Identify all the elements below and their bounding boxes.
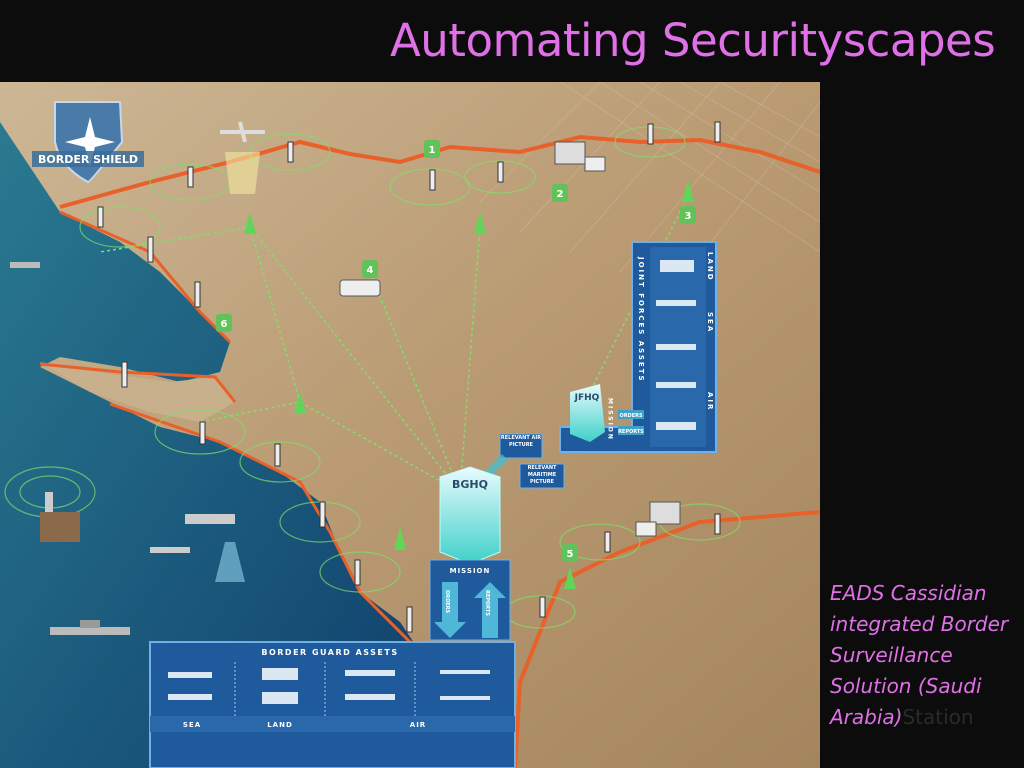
svg-text:LAND: LAND: [706, 252, 714, 282]
border-guard-assets-panel: BORDER GUARD ASSETS SEA LAND AIR: [149, 641, 516, 768]
vehicles: [10, 121, 681, 635]
svg-text:BGHQ: BGHQ: [452, 478, 488, 491]
sensor-coverage-rings: [4, 126, 741, 629]
marker-3: 3: [680, 206, 696, 224]
caption-text: EADS Cassidian integrated Border Surveil…: [830, 581, 1009, 729]
svg-text:MISSION: MISSION: [450, 567, 491, 575]
svg-text:REPORTS: REPORTS: [618, 429, 644, 435]
slide-title: Automating Securityscapes: [390, 14, 996, 67]
marker-5: 5: [562, 544, 578, 562]
sea-area: [0, 122, 430, 768]
relevant-maritime-picture-label: RELEVANT MARITIME PICTURE: [519, 463, 565, 489]
svg-text:REPORTS: REPORTS: [484, 590, 490, 616]
svg-text:2: 2: [557, 189, 564, 200]
svg-text:AIR: AIR: [706, 392, 714, 411]
bghq-tower: BGHQ MISSION ORDERS REPORTS: [429, 466, 511, 641]
caption-overlap-text: Station: [902, 705, 974, 729]
slide-caption: EADS Cassidian integrated Border Surveil…: [830, 578, 1024, 733]
svg-text:LAND: LAND: [267, 721, 293, 729]
svg-text:JFHQ: JFHQ: [574, 393, 600, 403]
svg-text:SEA: SEA: [183, 721, 201, 729]
svg-text:ORDERS: ORDERS: [619, 413, 643, 419]
svg-text:BORDER GUARD ASSETS: BORDER GUARD ASSETS: [261, 648, 398, 657]
relevant-air-picture-label: RELEVANT AIR PICTURE: [499, 433, 543, 459]
border-surveillance-map: 1 2 3 4 5 6 BORDER SHIELD JOINT FORCES A…: [0, 82, 820, 768]
marker-2: 2: [552, 184, 568, 202]
border-shield-logo: BORDER SHIELD: [32, 101, 144, 184]
svg-text:AIR: AIR: [410, 721, 426, 729]
sensor-towers: [97, 121, 721, 633]
marker-1: 1: [424, 140, 440, 158]
svg-text:1: 1: [429, 145, 436, 156]
svg-text:ORDERS: ORDERS: [444, 590, 450, 614]
jfhq-tower: JFHQ MISSION ORDERS REPORTS: [570, 384, 644, 442]
svg-text:4: 4: [367, 265, 374, 276]
svg-text:5: 5: [567, 549, 574, 560]
marker-4: 4: [362, 260, 378, 278]
joint-forces-assets-panel: JOINT FORCES ASSETS LAND SEA AIR: [559, 241, 717, 453]
svg-text:3: 3: [685, 211, 692, 222]
marker-6: 6: [216, 314, 232, 332]
joint-forces-heading: JOINT FORCES ASSETS: [637, 256, 645, 383]
svg-text:BORDER SHIELD: BORDER SHIELD: [38, 153, 138, 166]
sensor-cones: [244, 180, 694, 589]
peninsula: [40, 362, 235, 422]
numbered-markers: 1 2 3 4 5 6: [216, 140, 696, 562]
svg-text:6: 6: [221, 319, 228, 330]
svg-text:SEA: SEA: [706, 312, 714, 333]
svg-text:MISSION: MISSION: [607, 398, 614, 441]
